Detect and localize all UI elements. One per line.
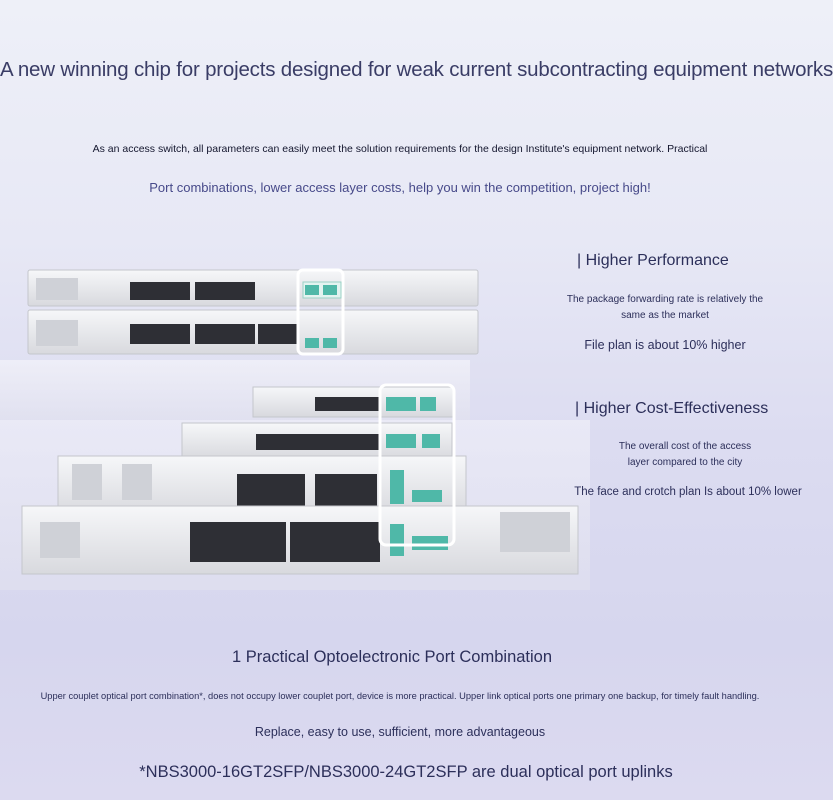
feature-cost-highlight: The face and crotch plan Is about 10% lo… [574,486,802,498]
switch-large [21,505,579,575]
section-description: Upper couplet optical port combination*,… [40,691,760,701]
feature-performance-detail-line2: same as the market [621,310,709,321]
feature-performance-highlight: File plan is about 10% higher [584,338,746,352]
switch-top-1 [27,269,479,307]
switch-small-2 [181,422,453,460]
feature-cost-detail: The overall cost of the access layer com… [565,439,805,471]
switch-small-1 [252,386,454,418]
feature-cost-detail-line1: The overall cost of the access [618,441,752,452]
section-tagline: Replace, easy to use, sufficient, more a… [254,725,546,739]
feature-cost-heading: | Higher Cost-Effectiveness [575,400,769,417]
feature-performance-detail-line1: The package forwarding rate is relativel… [566,294,764,305]
page-title: A new winning chip for projects designed… [0,58,833,81]
section-heading-port-combination: 1 Practical Optoelectronic Port Combinat… [231,648,553,666]
switch-product-illustration [0,268,590,590]
feature-performance-detail: The package forwarding rate is relativel… [545,292,785,324]
subtitle-line-1: As an access switch, all parameters can … [92,143,708,155]
section-footnote: *NBS3000-16GT2SFP/NBS3000-24GT2SFP are d… [139,763,673,781]
feature-cost-detail-line2: layer compared to the city [627,457,743,468]
switch-top-2 [27,309,479,355]
subtitle-line-2: Port combinations, lower access layer co… [149,180,651,195]
feature-performance-heading: | Higher Performance [577,252,729,269]
